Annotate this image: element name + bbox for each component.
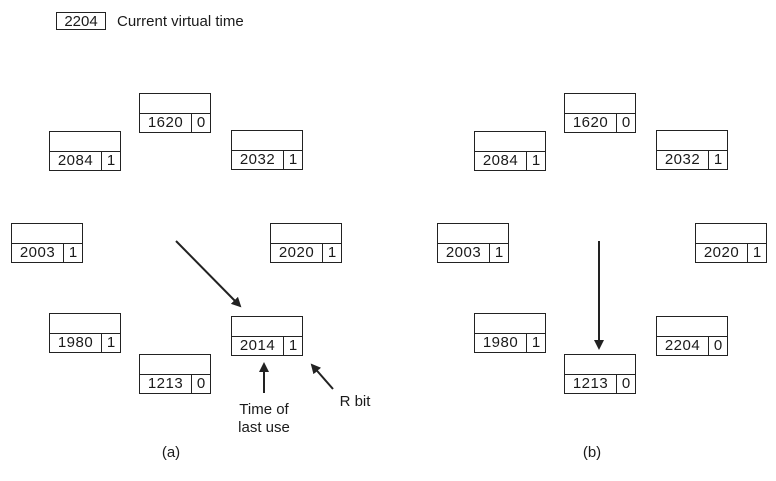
frame-b-7: 2084 1 — [474, 131, 546, 171]
caption-b: (b) — [582, 444, 602, 461]
frame-time: 2204 — [657, 336, 709, 355]
frame-time: 2084 — [50, 151, 102, 170]
frame-time: 2014 — [232, 336, 284, 355]
frame-a-0: 1620 0 — [139, 93, 211, 133]
time-of-last-use-label: Time of last use — [238, 401, 290, 436]
frame-time: 1980 — [475, 333, 527, 352]
frame-b-2: 2020 1 — [695, 223, 767, 263]
frame-a-7: 2084 1 — [49, 131, 121, 171]
frame-a-5: 1980 1 — [49, 313, 121, 353]
frame-rbit: 1 — [68, 244, 78, 261]
frame-b-5: 1980 1 — [474, 313, 546, 353]
frame-rbit: 1 — [106, 334, 116, 351]
frame-rbit: 1 — [288, 151, 298, 168]
frame-a-1: 2032 1 — [231, 130, 303, 170]
legend-text: Current virtual time — [117, 12, 244, 30]
frame-b-3: 2204 0 — [656, 316, 728, 356]
rbit-annotation-arrow — [310, 363, 334, 390]
frame-rbit: 1 — [106, 152, 116, 169]
frame-a-4: 1213 0 — [139, 354, 211, 394]
frame-rbit: 0 — [713, 337, 723, 354]
legend: 2204 Current virtual time — [56, 11, 244, 31]
frame-rbit: 1 — [713, 151, 723, 168]
frame-b-4: 1213 0 — [564, 354, 636, 394]
frame-time: 2084 — [475, 151, 527, 170]
rbit-label: R bit — [339, 393, 371, 410]
frame-time: 2020 — [271, 243, 323, 262]
frame-rbit: 0 — [196, 375, 206, 392]
frame-rbit: 1 — [494, 244, 504, 261]
frame-time: 1213 — [140, 374, 192, 393]
frame-b-1: 2032 1 — [656, 130, 728, 170]
frame-rbit: 1 — [288, 337, 298, 354]
frame-rbit: 0 — [196, 114, 206, 131]
frame-time: 1980 — [50, 333, 102, 352]
frame-b-0: 1620 0 — [564, 93, 636, 133]
frame-a-3: 2014 1 — [231, 316, 303, 356]
frame-rbit: 0 — [621, 114, 631, 131]
frame-time: 2003 — [12, 243, 64, 262]
caption-a: (a) — [161, 444, 181, 461]
legend-value-box: 2204 — [56, 12, 106, 30]
frame-rbit: 1 — [752, 244, 762, 261]
frame-a-6: 2003 1 — [11, 223, 83, 263]
frame-time: 1620 — [140, 113, 192, 132]
frame-time: 2020 — [696, 243, 748, 262]
frame-rbit: 0 — [621, 375, 631, 392]
frame-time: 2003 — [438, 243, 490, 262]
frame-rbit: 1 — [531, 334, 541, 351]
frame-time: 1620 — [565, 113, 617, 132]
frame-rbit: 1 — [327, 244, 337, 261]
frame-time: 1213 — [565, 374, 617, 393]
frame-rbit: 1 — [531, 152, 541, 169]
frame-time: 2032 — [232, 150, 284, 169]
clock-hand-arrow-a — [175, 240, 242, 308]
frame-b-6: 2003 1 — [437, 223, 509, 263]
frame-time: 2032 — [657, 150, 709, 169]
frame-a-2: 2020 1 — [270, 223, 342, 263]
